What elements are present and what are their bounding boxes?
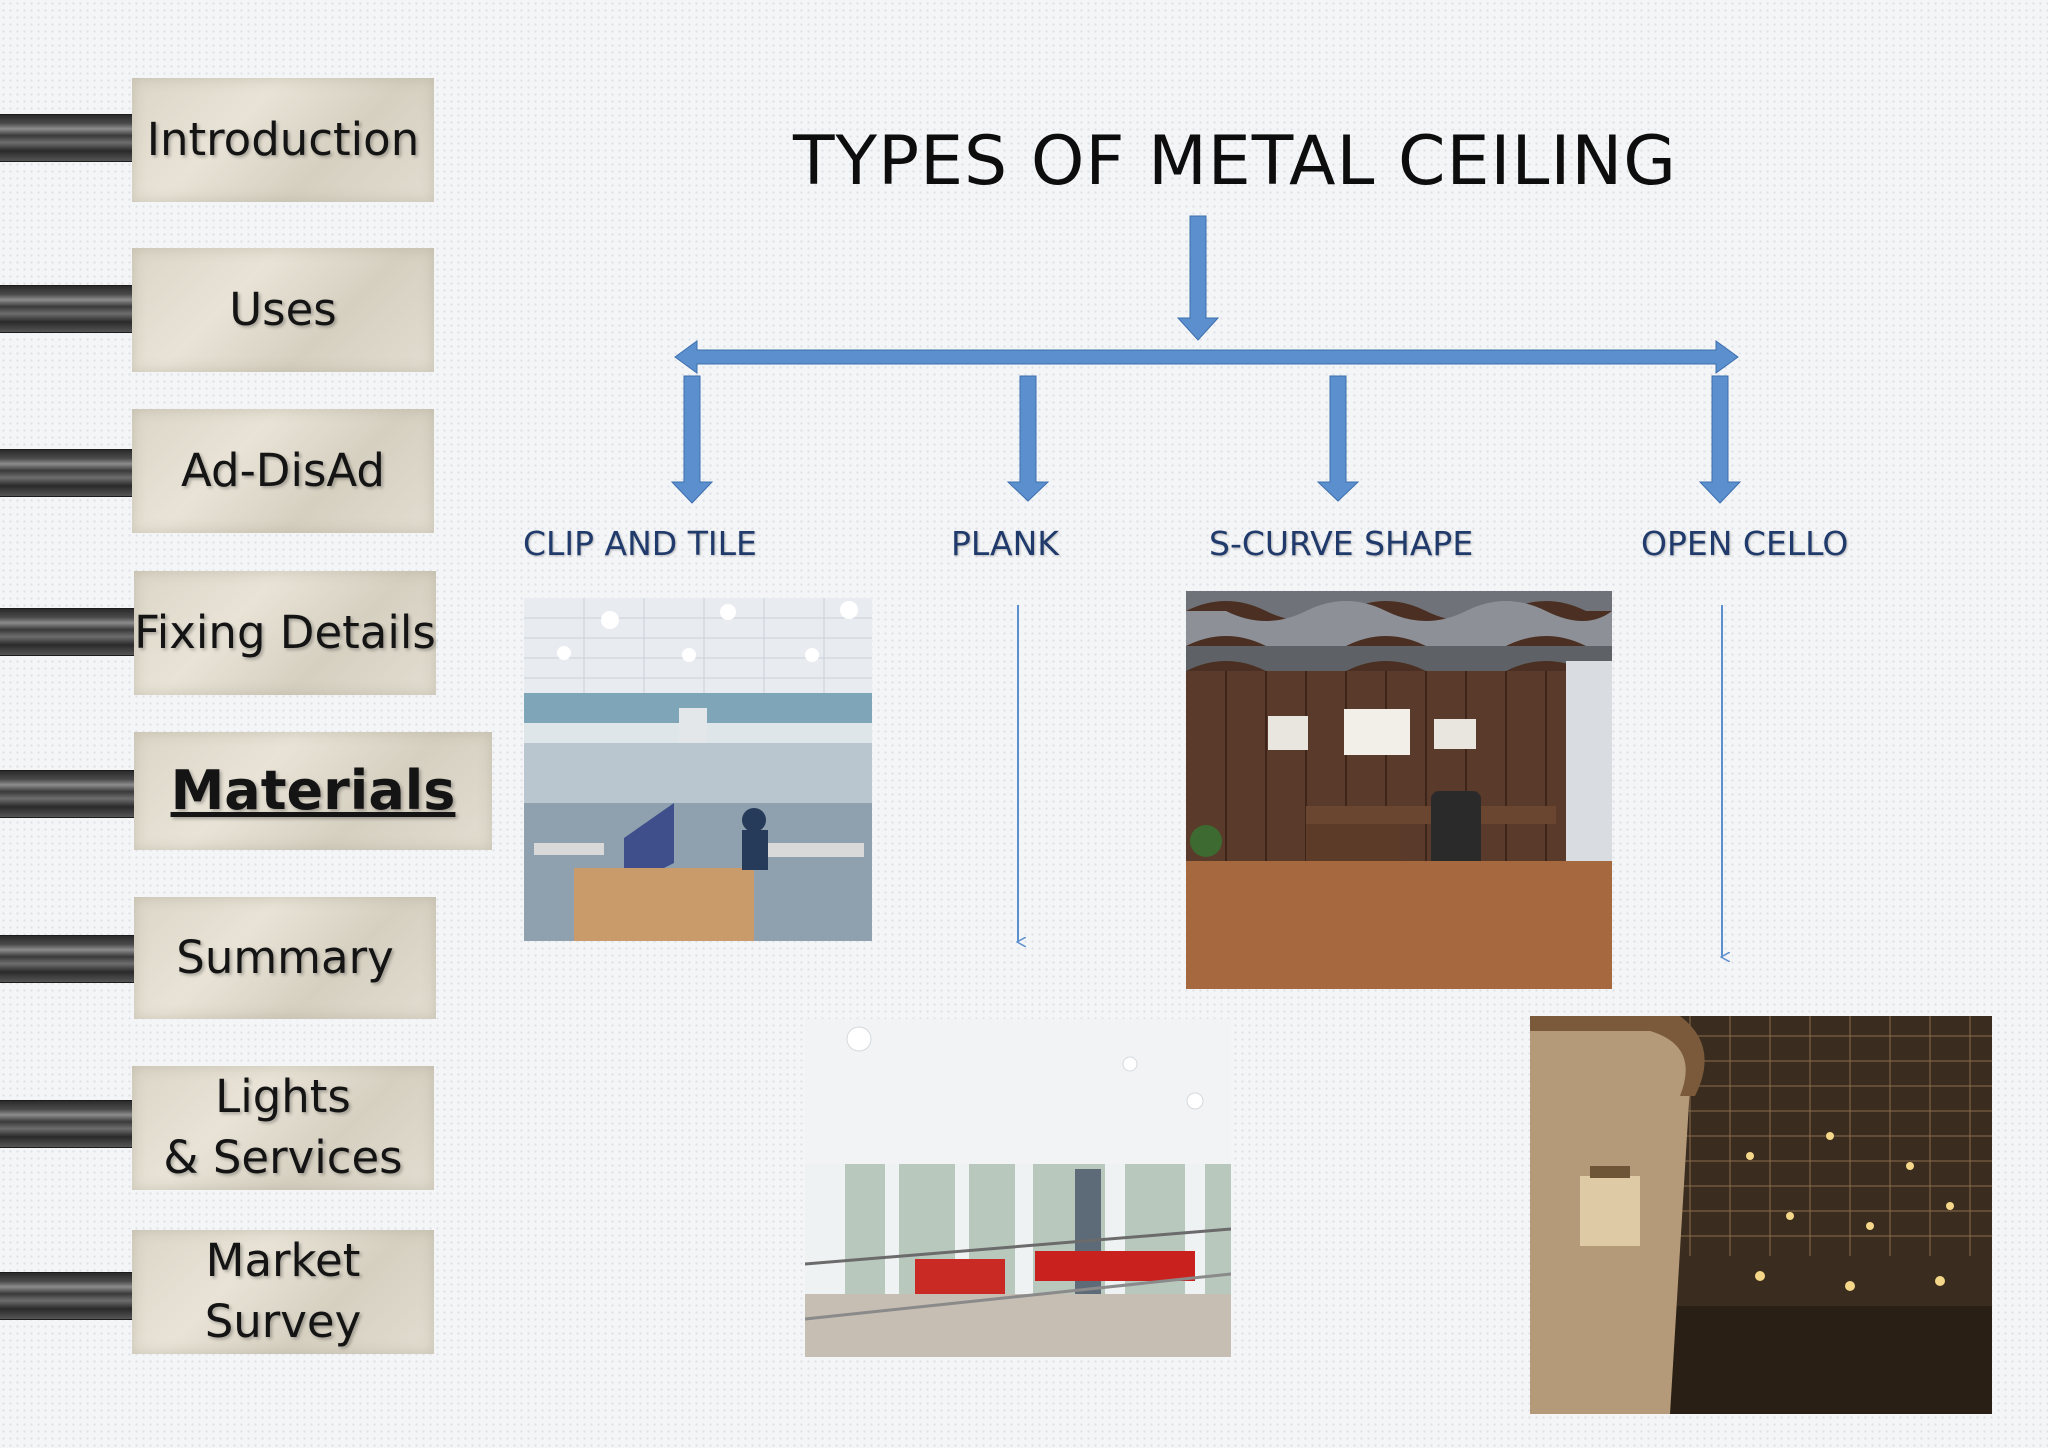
branch-arrow-clip-and-tile <box>670 375 714 504</box>
s-curve-shape-photo <box>1186 591 1612 989</box>
nav-rail <box>0 114 140 162</box>
category-label-open-cello: OPEN CELLO <box>1641 524 1849 563</box>
nav-item-lights-services[interactable]: Lights & Services <box>132 1066 434 1190</box>
nav-item-materials[interactable]: Materials <box>134 732 492 850</box>
open-cello-photo <box>1530 1016 1992 1414</box>
branch-arrow-s-curve <box>1316 375 1360 502</box>
category-label-s-curve-shape: S-CURVE SHAPE <box>1209 524 1474 563</box>
nav-rail <box>0 935 140 983</box>
category-label-clip-and-tile: CLIP AND TILE <box>523 524 757 563</box>
nav-rail <box>0 1100 140 1148</box>
nav-rail <box>0 285 140 333</box>
page-title: TYPES OF METAL CEILING <box>793 122 1677 201</box>
plank-photo <box>805 1019 1231 1357</box>
nav-item-ad-disad[interactable]: Ad-DisAd <box>132 409 434 533</box>
nav-item-uses[interactable]: Uses <box>132 248 434 372</box>
nav-item-introduction[interactable]: Introduction <box>132 78 434 202</box>
nav-item-label: Introduction <box>146 112 420 166</box>
category-label-plank: PLANK <box>951 524 1059 563</box>
nav-item-fixing-details[interactable]: Fixing Details <box>134 571 436 695</box>
nav-item-label: Materials <box>170 758 456 822</box>
branch-arrow-plank <box>1006 375 1050 502</box>
nav-rail <box>0 449 140 497</box>
clip-and-tile-photo <box>524 598 872 941</box>
nav-item-label: Market Survey <box>204 1234 362 1348</box>
nav-item-label: Fixing Details <box>134 605 436 659</box>
nav-item-market-survey[interactable]: Market Survey <box>132 1230 434 1354</box>
title-down-arrow <box>1176 215 1220 341</box>
branch-arrow-open-cello <box>1698 375 1742 504</box>
nav-item-summary[interactable]: Summary <box>134 897 436 1019</box>
nav-rail <box>0 1272 140 1320</box>
nav-item-label: Uses <box>229 282 337 336</box>
nav-rail <box>0 770 140 818</box>
horizontal-double-arrow <box>674 340 1739 374</box>
nav-item-label: Ad-DisAd <box>181 443 385 497</box>
nav-rail <box>0 608 140 656</box>
nav-item-label: Lights & Services <box>163 1070 403 1184</box>
nav-item-label: Summary <box>176 930 394 984</box>
